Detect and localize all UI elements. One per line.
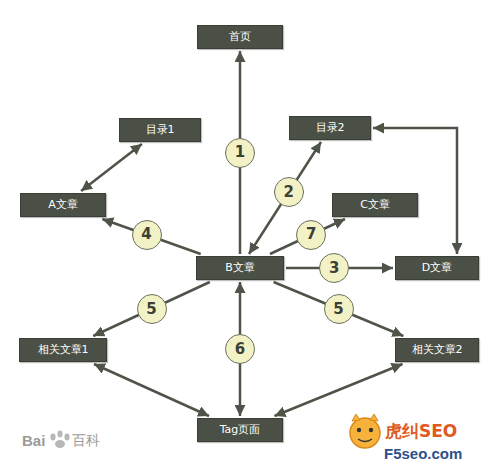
link-arrow: [270, 219, 345, 254]
callout-number: 4: [141, 227, 151, 242]
box-label: A文章: [48, 198, 78, 211]
page-box: 相关文章2: [395, 338, 479, 362]
callout-number: 6: [235, 342, 245, 357]
link-arrow: [94, 364, 209, 416]
callout-number: 5: [333, 302, 343, 317]
box-label: B文章: [225, 261, 255, 274]
callout-circle: 4: [132, 220, 162, 250]
watermark-text: Bai: [22, 433, 45, 448]
page-box: 首页: [197, 25, 283, 49]
box-label: D文章: [422, 261, 452, 274]
page-box: 目录2: [289, 116, 371, 140]
link-arrow: [93, 282, 210, 336]
box-label: 目录2: [316, 121, 345, 134]
callout-circle: 7: [296, 220, 326, 250]
link-arrow: [373, 128, 457, 254]
page-box: A文章: [20, 193, 106, 217]
box-label: 目录1: [146, 123, 175, 136]
baidu-paw-icon: [50, 431, 69, 448]
callout-number: 1: [235, 145, 245, 160]
callout-circle: 3: [319, 253, 349, 283]
callout-number: 7: [306, 227, 316, 242]
link-arrow: [249, 142, 321, 254]
mascot-icon: [350, 414, 380, 448]
link-arrow: [274, 364, 402, 416]
box-label: Tag页面: [220, 423, 261, 436]
page-box: 相关文章1: [19, 338, 107, 362]
callout-circle: 2: [274, 177, 304, 207]
callout-number: 3: [329, 261, 339, 276]
page-box: 目录1: [119, 118, 201, 142]
callout-number: 2: [283, 185, 293, 200]
link-arrow: [274, 282, 404, 336]
callout-circle: 1: [225, 138, 255, 168]
box-label: C文章: [360, 198, 390, 211]
box-label: 相关文章2: [412, 343, 463, 356]
page-box: D文章: [395, 256, 479, 280]
callout-circle: 6: [225, 334, 255, 364]
watermark-text: F5seo.com: [384, 446, 462, 461]
callout-number: 5: [146, 302, 156, 317]
box-label: 相关文章1: [38, 343, 89, 356]
watermark-text: 百科: [72, 433, 100, 447]
page-box: Tag页面: [197, 418, 283, 442]
callout-circle: 5: [324, 294, 354, 324]
box-label: 首页: [229, 30, 251, 43]
page-box: B文章: [196, 256, 284, 280]
callout-circle: 5: [137, 294, 167, 324]
watermark-text: 虎纠SEO: [385, 423, 457, 440]
link-arrow: [102, 219, 200, 254]
link-arrow: [81, 144, 142, 191]
page-box: C文章: [332, 193, 418, 217]
